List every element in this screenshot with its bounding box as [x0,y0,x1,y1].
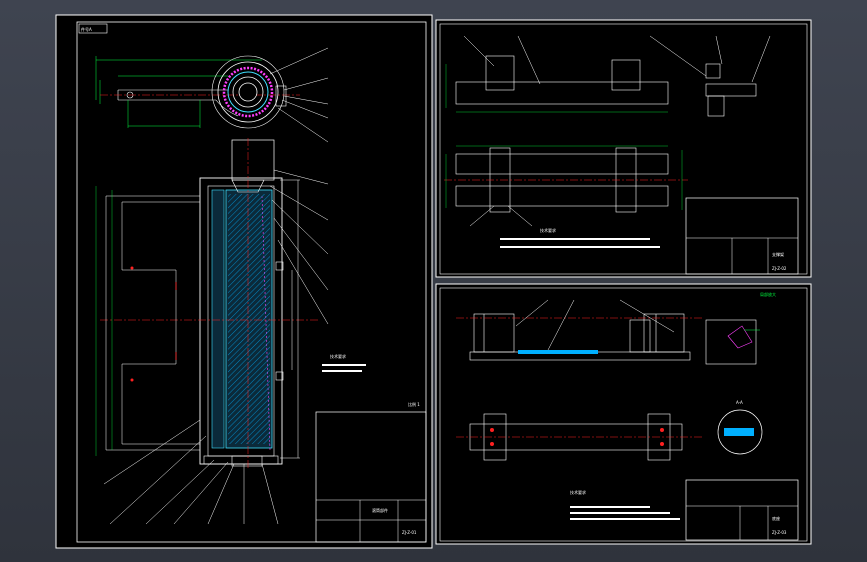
sheet-left-tag: 件号A [81,26,92,32]
title-block-left: 滚筒部件 ZJ-Z-01 [315,411,427,543]
sheet-bottom-right: 局部放大 A-A 技术要求 底座 ZJ-Z-03 [435,283,812,545]
roller-dimensions [105,179,300,459]
sheet-left: 件号A [55,14,433,549]
drawing-no-top-right: ZJ-Z-02 [772,266,787,271]
tech-notes-left: 技术要求 [322,353,366,372]
bottom-notes-line-2 [570,512,670,514]
drum-end-view [211,55,287,129]
detail-label: 局部放大 [760,291,776,297]
leader-lines-right [269,47,329,325]
bottom-notes-line-1 [570,506,650,508]
frame-dimensions [445,64,683,210]
leader-lines-bottom [103,419,279,525]
title-block-bottom-right: 底座 ZJ-Z-03 [685,479,799,541]
section-label: A-A [736,400,743,405]
frame-leaders [463,35,771,227]
roller-hatch [228,194,270,444]
base-weld-strip [518,350,598,354]
notes-heading-left: 技术要求 [330,353,346,359]
frame-side-view [455,55,757,117]
notes-heading-top-right: 技术要求 [540,227,556,233]
notes-heading-bottom-right: 技术要求 [570,489,586,495]
arm-view [117,89,239,117]
title-top-right: 支撑架 [772,251,784,257]
section-aa [717,409,763,455]
base-detail-view [705,319,760,365]
arm-dimensions [95,56,262,128]
title-left: 滚筒部件 [372,507,388,513]
notes-line-2 [500,246,660,248]
notes-line-1 [500,238,650,240]
roller-detail-marks [130,266,177,382]
roller-dim-green [95,186,113,456]
bottom-notes-line-3 [570,518,680,520]
sheet-top-right: 技术要求 支撑架 ZJ-Z-02 [435,19,812,278]
drawing-no-bottom-right: ZJ-Z-03 [772,530,787,535]
title-bottom-right: 底座 [772,515,780,521]
drawing-no-left: ZJ-Z-01 [402,530,417,535]
scale-mark-left: 比例 1 [408,401,420,407]
base-leaders [515,299,675,351]
title-block-top-right: 支撑架 ZJ-Z-02 [685,197,799,275]
